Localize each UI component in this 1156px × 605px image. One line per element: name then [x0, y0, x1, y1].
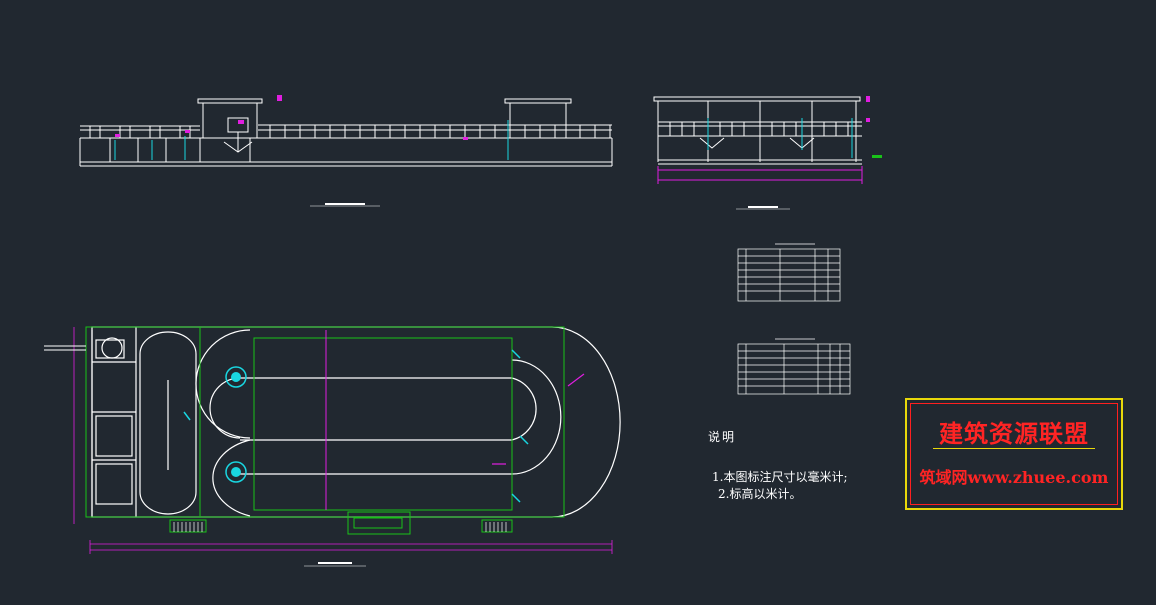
section-view-b-posts — [669, 122, 849, 136]
watermark-inner-frame — [910, 403, 1118, 505]
plan-view-green-lines — [85, 326, 565, 535]
equipment-table-1 — [737, 243, 841, 302]
notes-item-1: 1.本图标注尺寸以毫米计; — [712, 470, 848, 484]
design-notes: 说明 1.本图标注尺寸以毫米计; 2.标高以米计。 — [708, 428, 848, 503]
watermark-title: 建筑资源联盟 — [939, 419, 1089, 448]
section-view-a-accents — [114, 95, 509, 207]
plan-view-hatch — [173, 522, 507, 532]
plan-view-accents — [44, 327, 613, 567]
section-view-a-posts — [89, 125, 611, 138]
aerators — [183, 349, 529, 503]
notes-item-2: 2.标高以米计。 — [718, 487, 802, 501]
equipment-table-2 — [737, 338, 851, 395]
notes-title: 说明 — [708, 430, 737, 444]
watermark-divider — [933, 448, 1095, 449]
plan-view-outline — [91, 326, 621, 518]
watermark-url: 筑域网www.zhuee.com — [919, 468, 1109, 487]
section-view-b — [653, 96, 862, 165]
watermark-box: 建筑资源联盟 筑域网www.zhuee.com — [905, 398, 1123, 510]
section-view-b-accents — [657, 96, 882, 210]
